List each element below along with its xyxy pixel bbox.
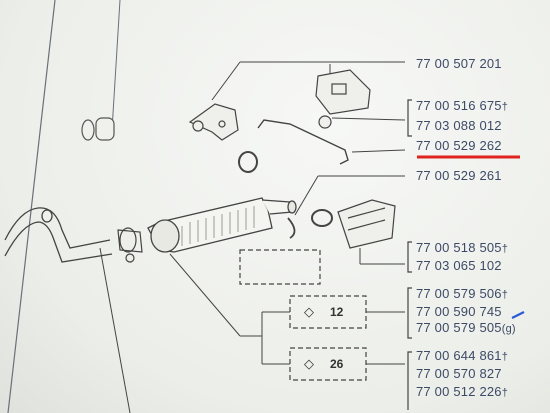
part-number: 77 00 518 505†	[416, 240, 509, 255]
hook-part	[287, 217, 296, 239]
hanger-wire	[257, 119, 349, 165]
box-label-26: 26	[330, 357, 344, 371]
rear-rubber-ring	[311, 209, 333, 227]
dashed-box-empty	[239, 249, 321, 285]
pipe-clamp	[117, 227, 143, 263]
rubber-ring-part	[81, 117, 115, 141]
rubber-ring-small	[238, 151, 258, 173]
part-number: 77 00 516 675†	[416, 98, 509, 113]
rubber-mount	[315, 69, 371, 129]
number-brackets	[407, 99, 412, 410]
bracket-part	[188, 103, 239, 141]
part-number: 77 00 590 745	[416, 304, 502, 319]
rear-hanger	[337, 199, 396, 249]
part-number: 77 00 570 827	[416, 366, 502, 381]
muffler	[147, 197, 297, 253]
part-number: 77 03 088 012	[416, 118, 502, 133]
part-number: 77 00 507 201	[416, 56, 502, 71]
diamond-icon: ◇	[304, 356, 314, 371]
body-edge-line	[111, 0, 121, 131]
part-number: 77 00 579 506†	[416, 286, 509, 301]
part-number: 77 00 579 505(g)	[416, 320, 516, 335]
diamond-icon: ◇	[304, 304, 314, 319]
blue-tick-mark	[511, 311, 525, 319]
part-number: 77 00 512 226†	[416, 384, 509, 399]
page-rule	[7, 0, 56, 413]
front-pipe	[4, 207, 113, 263]
part-number: 77 00 644 861†	[416, 348, 509, 363]
part-number: 77 00 529 261	[416, 168, 502, 183]
part-number: 77 03 065 102	[416, 258, 502, 273]
part-number-highlighted: 77 00 529 262	[416, 138, 502, 153]
dashed-box-12	[289, 295, 367, 329]
box-label-12: 12	[330, 305, 344, 319]
dashed-box-26	[289, 347, 367, 381]
leader-lines	[99, 61, 406, 413]
